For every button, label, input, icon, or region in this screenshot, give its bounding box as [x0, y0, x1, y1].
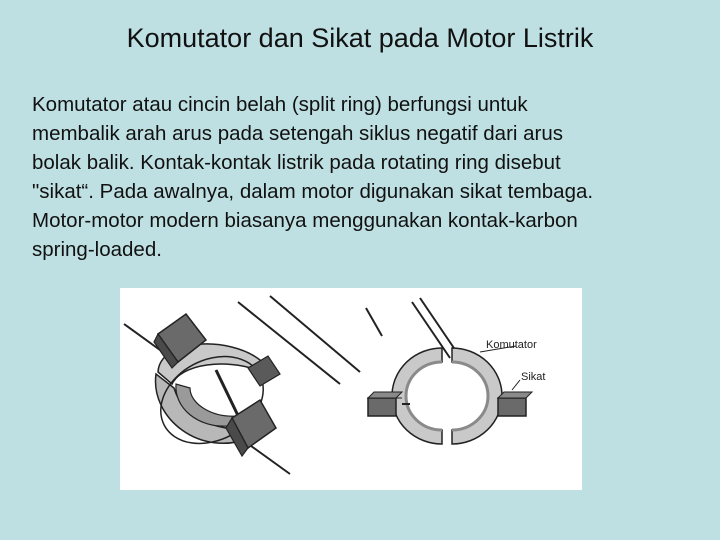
shaft-wire [365, 307, 383, 337]
shaft-wire [123, 323, 161, 351]
label-sikat: Sikat [521, 371, 545, 383]
ring-bevel [404, 360, 443, 432]
brush-left-top [366, 391, 404, 399]
paragraph-line: "sikat“. Pada awalnya, dalam motor digun… [32, 180, 594, 203]
paragraph-line: membalik arah arus pada setengah siklus … [32, 122, 564, 145]
shaft-wire [411, 301, 451, 359]
paragraph-line: Komutator atau cincin belah (split ring)… [32, 93, 528, 116]
shaft-wire [269, 295, 361, 373]
brush-left [367, 397, 397, 417]
brush-contact [247, 355, 281, 387]
right-commutator-drawing: Komutator Sikat [365, 297, 545, 445]
ring-bevel [451, 360, 490, 432]
shaft-wire [419, 297, 459, 355]
commutator-diagram: Komutator Sikat [123, 295, 545, 475]
paragraph-line: spring-loaded. [32, 238, 162, 261]
paragraph-line: bolak balik. Kontak-kontak listrik pada … [32, 151, 561, 174]
commutator-illustration: Komutator Sikat [120, 288, 582, 490]
label-komutator: Komutator [486, 339, 537, 351]
body-paragraph: Komutator atau cincin belah (split ring)… [32, 90, 702, 264]
paragraph-line: Motor-motor modern biasanya menggunakan … [32, 209, 578, 232]
leader-line-sikat [511, 379, 521, 391]
brush-right [497, 397, 527, 417]
leader-line-komutator [479, 345, 517, 353]
brush-right-top [496, 391, 534, 399]
brush-bottom-side [225, 416, 249, 458]
brush-top-side [153, 332, 179, 369]
left-commutator-drawing [123, 295, 361, 475]
slide-title: Komutator dan Sikat pada Motor Listrik [126, 23, 594, 53]
shaft-wire [237, 301, 341, 385]
